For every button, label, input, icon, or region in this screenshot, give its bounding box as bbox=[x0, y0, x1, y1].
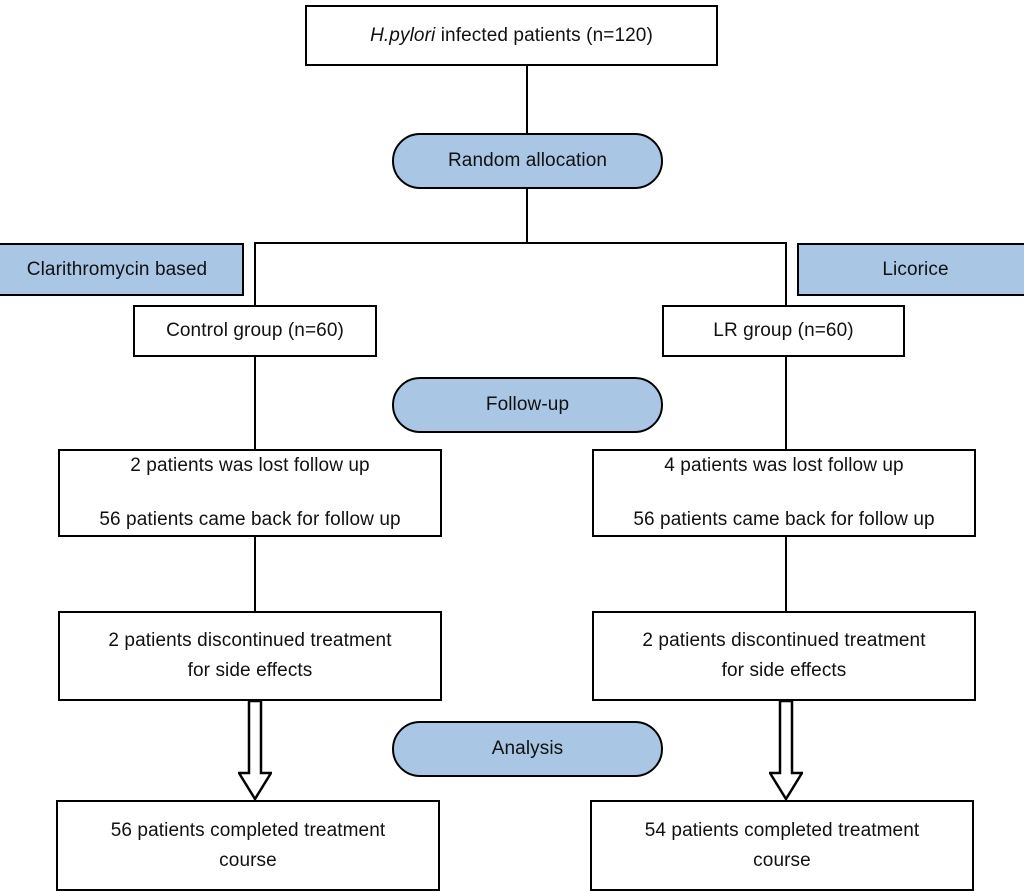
node-enrollment: H.pylori infected patients (n=120) bbox=[305, 5, 718, 66]
lr-followup-line-1: 4 patients was lost follow up bbox=[664, 455, 904, 477]
connector-lr-group-to-followup bbox=[785, 357, 787, 449]
lr-completed-line-2: course bbox=[753, 849, 811, 871]
node-follow-up-label: Follow-up bbox=[485, 394, 570, 416]
node-analysis-label: Analysis bbox=[491, 738, 564, 760]
node-control-group: Control group (n=60) bbox=[133, 305, 377, 357]
connector-split-bar bbox=[255, 242, 787, 244]
connector-lr-followup-to-discontinued bbox=[785, 537, 787, 611]
node-control-group-label: Control group (n=60) bbox=[166, 320, 344, 342]
control-completed-line-1: 56 patients completed treatment bbox=[110, 819, 386, 841]
lr-followup-line-2: 56 patients came back for follow up bbox=[633, 509, 935, 530]
node-lr-discontinued: 2 patients discontinued treatment for si… bbox=[592, 611, 976, 701]
node-lr-discontinued-text: 2 patients discontinued treatment for si… bbox=[594, 627, 974, 684]
control-discontinued-line-2: for side effects bbox=[187, 660, 313, 681]
node-lr-completed-text: 54 patients completed treatment course bbox=[592, 817, 972, 874]
node-lr-completed: 54 patients completed treatment course bbox=[590, 800, 974, 891]
connector-enrollment-to-random-allocation bbox=[526, 66, 528, 136]
node-follow-up: Follow-up bbox=[392, 377, 663, 433]
connector-split-to-lr-group bbox=[785, 242, 787, 308]
node-licorice-label: Licorice bbox=[882, 258, 949, 280]
control-completed-line-2: course bbox=[219, 849, 277, 871]
connector-control-followup-to-discontinued bbox=[254, 537, 256, 611]
node-control-completed-text: 56 patients completed treatment course bbox=[58, 817, 438, 874]
node-lr-group: LR group (n=60) bbox=[662, 305, 905, 357]
connector-split-to-control-group bbox=[254, 242, 256, 308]
node-lr-followup: 4 patients was lost follow up 56 patient… bbox=[592, 449, 976, 537]
node-random-allocation-label: Random allocation bbox=[447, 150, 608, 172]
node-lr-group-label: LR group (n=60) bbox=[713, 320, 854, 342]
node-clarithromycin-based-label: Clarithromycin based bbox=[26, 258, 208, 280]
node-random-allocation: Random allocation bbox=[392, 133, 663, 189]
control-followup-line-1: 2 patients was lost follow up bbox=[130, 455, 370, 477]
control-discontinued-line-1: 2 patients discontinued treatment bbox=[108, 630, 392, 652]
lr-completed-line-1: 54 patients completed treatment bbox=[644, 819, 920, 841]
node-enrollment-text: H.pylori infected patients (n=120) bbox=[307, 22, 716, 50]
node-control-followup-text: 2 patients was lost follow up 56 patient… bbox=[60, 452, 440, 533]
lr-discontinued-line-2: for side effects bbox=[721, 660, 847, 681]
connector-control-group-to-followup bbox=[254, 357, 256, 449]
lr-discontinued-line-1: 2 patients discontinued treatment bbox=[642, 630, 926, 652]
node-licorice: Licorice bbox=[797, 243, 1024, 296]
node-control-discontinued: 2 patients discontinued treatment for si… bbox=[58, 611, 442, 701]
enrollment-organism-name: H.pylori bbox=[370, 24, 436, 46]
connector-random-allocation-to-split bbox=[526, 188, 528, 243]
node-clarithromycin-based: Clarithromycin based bbox=[0, 243, 244, 296]
control-followup-line-2: 56 patients came back for follow up bbox=[99, 509, 401, 530]
node-lr-followup-text: 4 patients was lost follow up 56 patient… bbox=[594, 452, 974, 533]
node-control-discontinued-text: 2 patients discontinued treatment for si… bbox=[60, 627, 440, 684]
connector-lr-discontinued-to-completed-arrow bbox=[769, 701, 803, 801]
connector-control-discontinued-to-completed-arrow bbox=[238, 701, 272, 801]
node-analysis: Analysis bbox=[392, 721, 663, 777]
node-control-completed: 56 patients completed treatment course bbox=[56, 800, 440, 891]
node-control-followup: 2 patients was lost follow up 56 patient… bbox=[58, 449, 442, 537]
enrollment-count-text: infected patients (n=120) bbox=[435, 24, 653, 46]
